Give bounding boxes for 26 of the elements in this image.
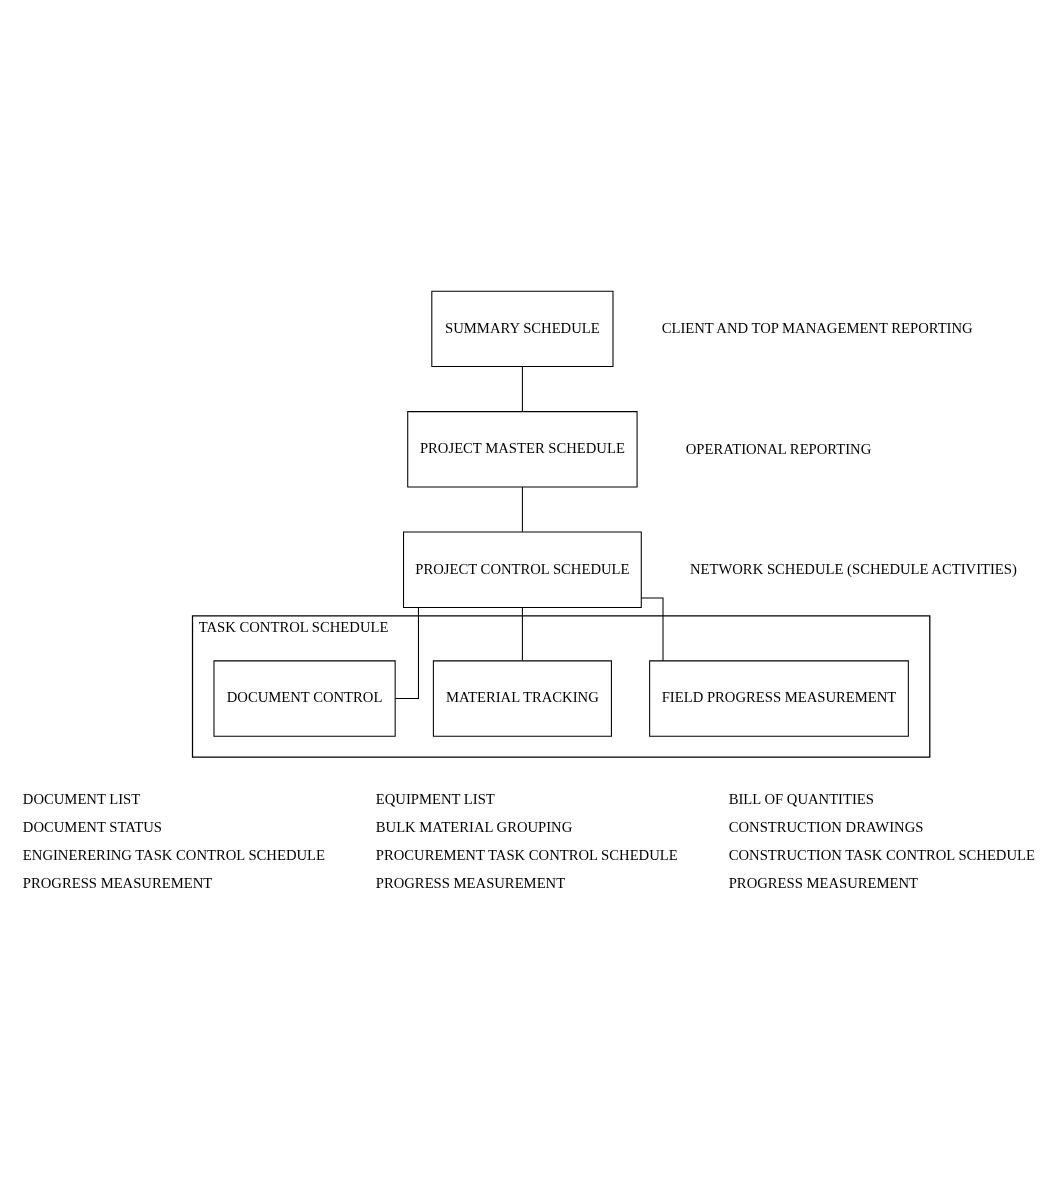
node-label: PROGRESS MEASUREMENT <box>375 874 566 891</box>
node-label: DOCUMENT STATUS <box>22 818 162 835</box>
node-box: DOCUMENT CONTROL <box>213 659 396 737</box>
node-label: PROCUREMENT TASK CONTROL SCHEDULE <box>375 846 678 863</box>
node-label: CONSTRUCTION DRAWINGS <box>728 818 924 835</box>
node-label: BILL OF QUANTITIES <box>728 790 874 807</box>
node-label: PROGRESS MEASUREMENT <box>728 874 919 891</box>
connector <box>640 597 664 661</box>
node-label: ENGINERERING TASK CONTROL SCHEDULE <box>22 846 325 863</box>
node-box: FIELD PROGRESS MEASUREMENT <box>649 659 909 737</box>
connector <box>394 606 419 699</box>
node-label: OPERATIONAL REPORTING <box>685 440 872 457</box>
node-label: NETWORK SCHEDULE (SCHEDULE ACTIVITIES) <box>689 560 1017 577</box>
node-box: PROJECT MASTER SCHEDULE <box>407 410 638 488</box>
node-box: MATERIAL TRACKING <box>432 659 612 737</box>
connector <box>521 365 523 412</box>
node-box: SUMMARY SCHEDULE <box>431 290 614 367</box>
node-label: PROGRESS MEASUREMENT <box>22 874 213 891</box>
node-label: CLIENT AND TOP MANAGEMENT REPORTING <box>661 319 973 336</box>
connector <box>521 486 523 532</box>
node-label: EQUIPMENT LIST <box>375 790 495 807</box>
node-box: PROJECT CONTROL SCHEDULE <box>403 531 642 608</box>
node-label: DOCUMENT LIST <box>22 790 141 807</box>
node-label: CONSTRUCTION TASK CONTROL SCHEDULE <box>728 846 1035 863</box>
connector <box>521 606 523 661</box>
node-label: BULK MATERIAL GROUPING <box>375 818 573 835</box>
